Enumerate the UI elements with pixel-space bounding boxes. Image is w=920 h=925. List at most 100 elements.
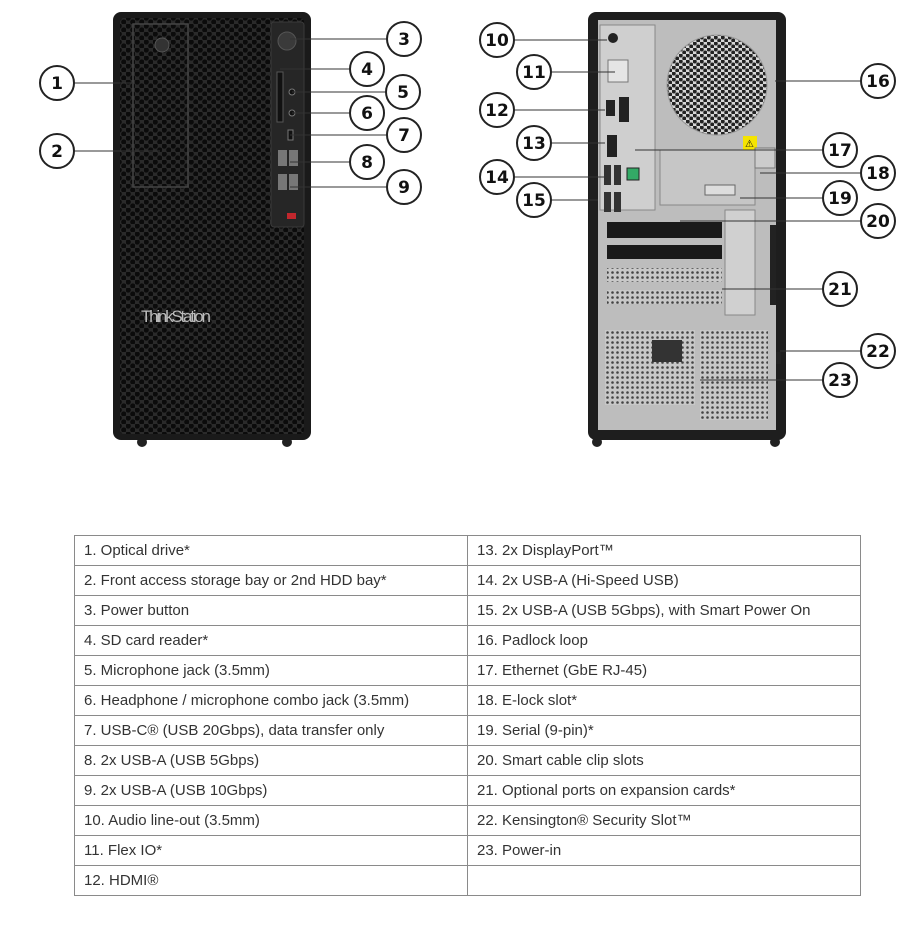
callout-number: 12 — [485, 101, 509, 121]
callout-circle — [349, 144, 385, 180]
table-row: 12. HDMI® — [74, 865, 861, 896]
callout-number: 16 — [866, 72, 890, 92]
callout-3: 3 — [386, 21, 422, 57]
callout-number: 17 — [828, 141, 852, 161]
legend-item: 16. Padlock loop — [467, 625, 861, 656]
table-row: 5. Microphone jack (3.5mm)17. Ethernet (… — [74, 655, 861, 686]
legend-item: 6. Headphone / microphone combo jack (3.… — [74, 685, 468, 716]
callout-23: 23 — [822, 362, 858, 398]
callout-number: 8 — [361, 153, 373, 173]
callout-20: 20 — [860, 203, 896, 239]
legend-item: 22. Kensington® Security Slot™ — [467, 805, 861, 836]
callout-2: 2 — [39, 133, 75, 169]
callout-18: 18 — [860, 155, 896, 191]
callout-11: 11 — [516, 54, 552, 90]
callout-number: 6 — [361, 104, 373, 124]
callout-circle — [479, 159, 515, 195]
callout-circle — [860, 333, 896, 369]
callout-6: 6 — [349, 95, 385, 131]
callout-circle — [479, 22, 515, 58]
callout-number: 10 — [485, 31, 509, 51]
front-io-panel — [270, 21, 305, 228]
power-button — [277, 31, 297, 51]
callout-number: 19 — [828, 189, 852, 209]
leader-lines — [74, 38, 861, 381]
legend-item: 14. 2x USB-A (Hi-Speed USB) — [467, 565, 861, 596]
legend-item: 1. Optical drive* — [74, 535, 468, 566]
table-row: 6. Headphone / microphone combo jack (3.… — [74, 685, 861, 716]
callout-number: 2 — [51, 142, 63, 162]
table-row: 1. Optical drive*13. 2x DisplayPort™ — [74, 535, 861, 566]
legend-item: 21. Optional ports on expansion cards* — [467, 775, 861, 806]
legend-item: 23. Power-in — [467, 835, 861, 866]
rear-view-tower: ⚠ — [588, 12, 786, 447]
legend-item: 19. Serial (9-pin)* — [467, 715, 861, 746]
callout-number: 22 — [866, 342, 890, 362]
table-row: 9. 2x USB-A (USB 10Gbps)21. Optional por… — [74, 775, 861, 806]
legend-item: 9. 2x USB-A (USB 10Gbps) — [74, 775, 468, 806]
legend-item: 3. Power button — [74, 595, 468, 626]
callout-number: 23 — [828, 371, 852, 391]
callout-5: 5 — [385, 74, 421, 110]
callout-circle — [860, 63, 896, 99]
callout-circle — [516, 54, 552, 90]
legend-item: 20. Smart cable clip slots — [467, 745, 861, 776]
front-view-tower: ThinkStation — [113, 12, 311, 447]
product-diagram: ThinkStation ⚠ — [39, 12, 896, 447]
callout-circle — [516, 182, 552, 218]
callout-number: 7 — [398, 126, 410, 146]
legend-item: 11. Flex IO* — [74, 835, 468, 866]
callout-21: 21 — [822, 271, 858, 307]
callout-7: 7 — [386, 117, 422, 153]
callout-number: 15 — [522, 191, 546, 211]
callout-19: 19 — [822, 180, 858, 216]
thinkstation-logo: ThinkStation — [141, 307, 211, 326]
table-row: 2. Front access storage bay or 2nd HDD b… — [74, 565, 861, 596]
legend-item: 10. Audio line-out (3.5mm) — [74, 805, 468, 836]
callout-number: 11 — [522, 63, 546, 83]
callout-17: 17 — [822, 132, 858, 168]
callout-15: 15 — [516, 182, 552, 218]
callout-circle — [349, 95, 385, 131]
callout-12: 12 — [479, 92, 515, 128]
table-row: 4. SD card reader*16. Padlock loop — [74, 625, 861, 656]
callout-circle — [822, 362, 858, 398]
callout-9: 9 — [386, 169, 422, 205]
callout-16: 16 — [860, 63, 896, 99]
optical-drive-bay — [132, 23, 189, 188]
legend-item: 18. E-lock slot* — [467, 685, 861, 716]
legend-item: 15. 2x USB-A (USB 5Gbps), with Smart Pow… — [467, 595, 861, 626]
callout-circle — [39, 65, 75, 101]
callout-1: 1 — [39, 65, 75, 101]
callout-4: 4 — [349, 51, 385, 87]
callout-circle — [349, 51, 385, 87]
callout-14: 14 — [479, 159, 515, 195]
table-row: 10. Audio line-out (3.5mm)22. Kensington… — [74, 805, 861, 836]
table-row: 8. 2x USB-A (USB 5Gbps)20. Smart cable c… — [74, 745, 861, 776]
legend-item: 8. 2x USB-A (USB 5Gbps) — [74, 745, 468, 776]
table-row: 7. USB-C® (USB 20Gbps), data transfer on… — [74, 715, 861, 746]
callout-circle — [39, 133, 75, 169]
callout-circle — [822, 271, 858, 307]
callout-circle — [860, 155, 896, 191]
callout-circle — [386, 21, 422, 57]
callout-circle — [386, 117, 422, 153]
callout-circle — [516, 125, 552, 161]
legend-item: 17. Ethernet (GbE RJ-45) — [467, 655, 861, 686]
callout-circle — [860, 203, 896, 239]
callout-number: 20 — [866, 212, 890, 232]
legend-item: 12. HDMI® — [74, 865, 468, 896]
callout-number: 9 — [398, 178, 410, 198]
callout-number: 21 — [828, 280, 852, 300]
legend-item — [467, 865, 861, 896]
callout-number: 5 — [397, 83, 409, 103]
svg-text:⚠: ⚠ — [745, 139, 754, 150]
callout-10: 10 — [479, 22, 515, 58]
callout-13: 13 — [516, 125, 552, 161]
callout-8: 8 — [349, 144, 385, 180]
legend-item: 13. 2x DisplayPort™ — [467, 535, 861, 566]
callout-circle — [479, 92, 515, 128]
callout-number: 14 — [485, 168, 509, 188]
